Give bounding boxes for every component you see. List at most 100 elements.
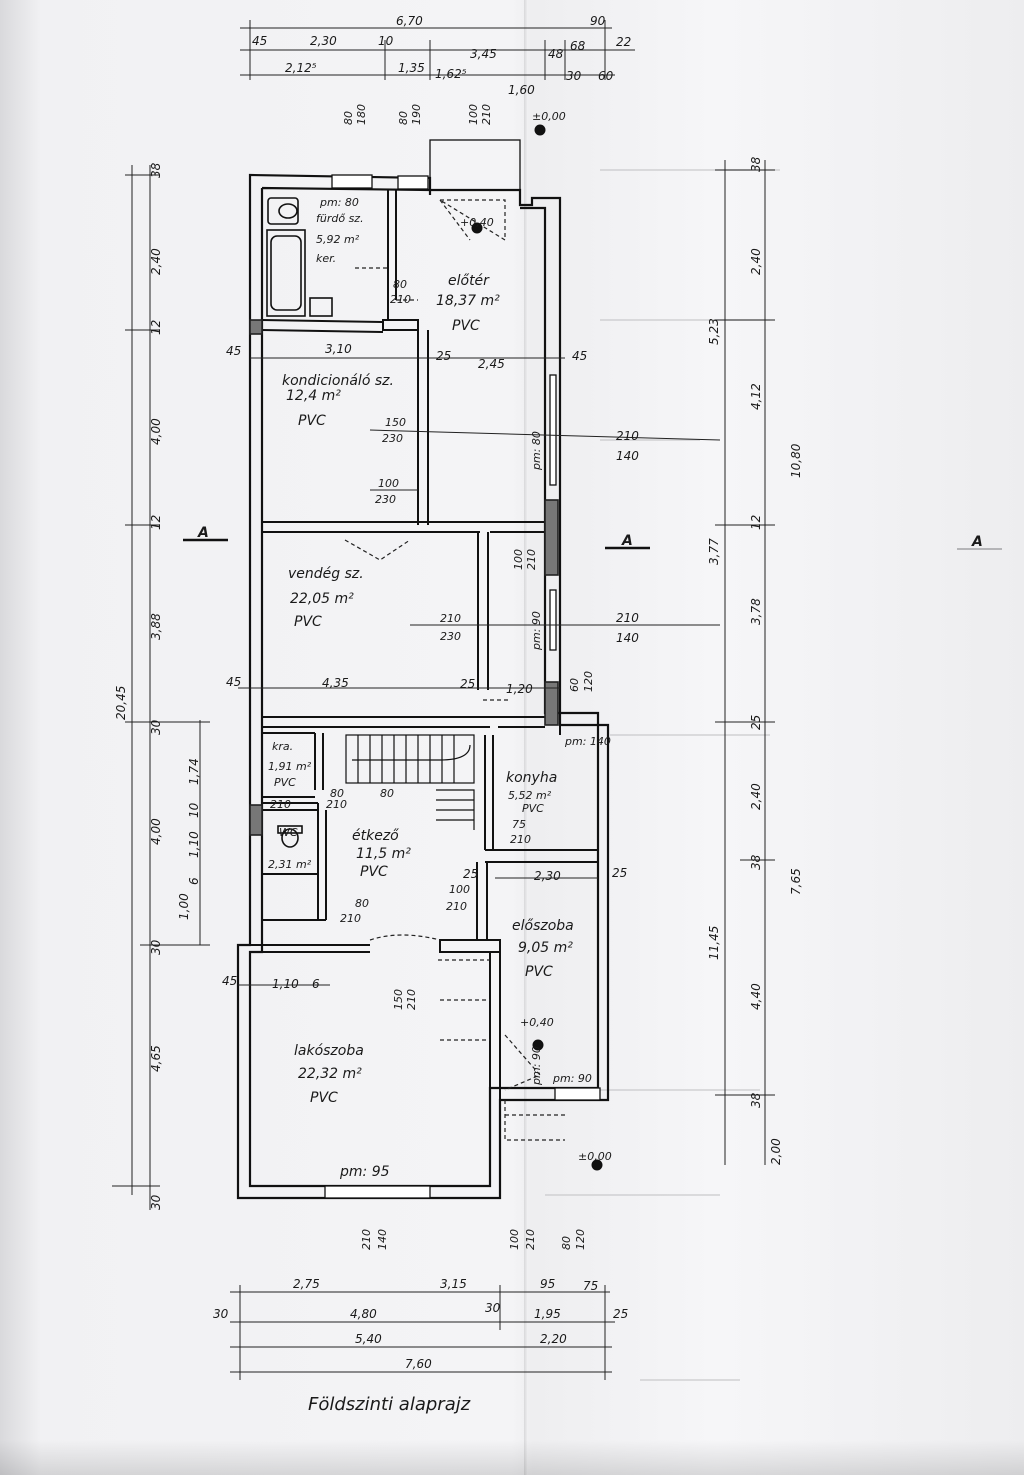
dim-lako-w: 1,10: [272, 977, 299, 991]
top-r1-0: 45: [252, 34, 267, 48]
bath-floor: ker.: [316, 252, 336, 265]
eloszoba-level: +0,40: [520, 1016, 554, 1029]
level-markers: [471, 124, 603, 1171]
right-seg-5: 3,77: [707, 538, 721, 565]
dim-vendeg-width: 4,35: [322, 676, 349, 690]
top-r2-2: 1,62⁵: [435, 67, 467, 81]
dim-kond-right: 2,45: [478, 357, 505, 371]
dim-kond-wall: 25: [436, 349, 451, 363]
left-seg-11: 6: [187, 877, 201, 885]
top-r1-3: 3,45: [470, 47, 497, 61]
konyha-name: konyha: [506, 770, 557, 786]
top-r2-1: 1,35: [398, 61, 425, 75]
open-kw1-a: 150: [385, 416, 406, 429]
kond-name: kondicionáló sz.: [282, 373, 394, 389]
open-pm80: pm: 80: [530, 431, 543, 471]
interior-walls: [250, 190, 598, 1100]
top-r1-4: 48: [548, 47, 564, 61]
left-seg-15: 30: [149, 1194, 163, 1210]
konyha-floor: PVC: [522, 802, 544, 815]
right-seg-0: 38: [749, 156, 763, 172]
left-seg-3: 4,00: [149, 418, 163, 445]
right-overall: 10,80: [789, 443, 803, 478]
door-swings: [344, 199, 565, 1141]
open-tw2-a: 80: [397, 111, 410, 125]
bath-name: fürdő sz.: [316, 212, 364, 225]
left-seg-9: 10: [187, 802, 201, 818]
dim-kond-width: 3,10: [325, 342, 352, 356]
etkezo-floor: PVC: [360, 864, 388, 880]
right-seg-9: 38: [749, 854, 763, 870]
right-seg-2: 5,23: [707, 318, 721, 345]
konyha-area: 5,52 m²: [508, 789, 552, 802]
open-bath-b: 210: [390, 293, 411, 306]
wc-area: 2,31 m²: [268, 858, 312, 871]
paper-fold: [524, 0, 527, 1475]
bottom-r1-2: 95: [540, 1277, 555, 1291]
eloter-level: +0,40: [460, 216, 494, 229]
open-ew1-a: 210: [616, 429, 639, 443]
open-ew2-a: 210: [616, 611, 639, 625]
dimension-lines: [112, 20, 775, 1380]
left-seg-12: 1,00: [177, 893, 191, 920]
top-r2-3: 1,60: [508, 83, 535, 97]
open-bw2-b: 210: [524, 1229, 537, 1250]
bottom-r2-1: 4,80: [350, 1307, 377, 1321]
show-through-lines: [545, 169, 780, 1381]
kamra-area: 1,91 m²: [268, 760, 312, 773]
open-bw3-b: 120: [574, 1229, 587, 1250]
eloter-name: előtér: [448, 273, 490, 289]
dim-vendeg-wall: 25: [460, 677, 475, 691]
open-e3-a: 75: [512, 818, 526, 831]
bottom-r1-1: 3,15: [440, 1277, 467, 1291]
left-seg-7: 4,00: [149, 818, 163, 845]
konyha-sill: pm: 140: [564, 735, 611, 748]
open-tw1-b: 180: [355, 104, 368, 125]
kamra-floor: PVC: [274, 776, 296, 789]
open-bw2-a: 100: [508, 1229, 521, 1250]
etkezo-area: 11,5 m²: [356, 846, 411, 862]
open-e2-a: 80: [380, 787, 394, 800]
right-seg-12: 38: [749, 1092, 763, 1108]
top-r1-2: 10: [378, 34, 394, 48]
open-kw2-a: 100: [378, 477, 399, 490]
wc-name: WC: [279, 826, 298, 839]
open-e3-b: 210: [510, 833, 531, 846]
left-seg-8: 1,74: [187, 758, 201, 785]
section-marker-right: A: [971, 534, 983, 550]
left-seg-0: 38: [149, 162, 163, 178]
drawing-caption: Földszinti alaprajz: [308, 1394, 471, 1415]
bottom-overall: 7,60: [405, 1357, 432, 1371]
open-vd-b: 210: [525, 549, 538, 570]
top-90: 90: [590, 14, 606, 28]
open-vw-b: 230: [440, 630, 461, 643]
left-overall: 20,45: [114, 686, 128, 720]
staircase: [345, 734, 475, 830]
right-seg-6: 3,78: [749, 598, 763, 625]
eloter-area: 18,37 m²: [436, 293, 500, 309]
bottom-r3-0: 5,40: [355, 1332, 382, 1346]
eloszoba-area: 9,05 m²: [518, 940, 573, 956]
bottom-level: ±0,00: [578, 1150, 612, 1163]
kamra-name: kra.: [272, 740, 293, 753]
top-r1-1: 2,30: [310, 34, 337, 48]
lako-area: 22,32 m²: [298, 1066, 362, 1082]
open-wc-b: 210: [340, 912, 361, 925]
right-seg-3: 4,12: [749, 383, 763, 410]
vendeg-name: vendég sz.: [288, 566, 364, 582]
open-kw2-b: 230: [375, 493, 396, 506]
dim-east-45: 45: [572, 349, 587, 363]
bottom-r2-0: 30: [213, 1307, 229, 1321]
eloszoba-name: előszoba: [512, 918, 574, 934]
open-e2-b: 210: [270, 798, 291, 811]
right-seg-1: 2,40: [749, 248, 763, 275]
open-vw-a: 210: [440, 612, 461, 625]
left-seg-2: 12: [149, 320, 163, 335]
bathroom-fixtures: [266, 197, 333, 848]
hatched-wall-sections: [249, 319, 559, 836]
bath-area: 5,92 m²: [316, 233, 360, 246]
left-seg-10: 1,10: [187, 831, 201, 858]
open-kw1-b: 230: [382, 432, 403, 445]
vendeg-area: 22,05 m²: [290, 591, 354, 607]
